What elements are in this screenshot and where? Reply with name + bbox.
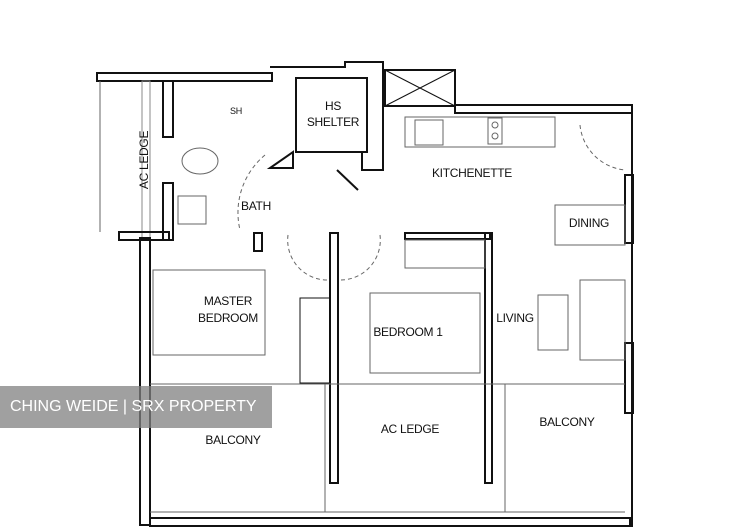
watermark: CHING WEIDE | SRX PROPERTY [0,386,272,428]
label-master-bedroom: BEDROOM [198,311,258,325]
label-ac-ledge-bottom: AC LEDGE [381,422,440,436]
label-balcony-right: BALCONY [539,415,595,429]
room-labels: AC LEDGE SH HS SHELTER KITCHENETTE BATH … [137,99,609,447]
walls [96,61,634,527]
label-hs: HS [325,99,341,113]
label-master: MASTER [204,294,253,308]
label-balcony-left: BALCONY [205,433,261,447]
label-kitchenette: KITCHENETTE [432,166,512,180]
label-dining: DINING [569,216,609,230]
label-shelter: SHELTER [307,115,360,129]
label-living: LIVING [496,311,534,325]
label-ac-ledge-left: AC LEDGE [137,131,151,190]
label-bath: BATH [241,199,271,213]
label-bedroom-1: BEDROOM 1 [373,325,443,339]
fixtures [99,81,626,513]
label-sh: SH [230,106,242,116]
